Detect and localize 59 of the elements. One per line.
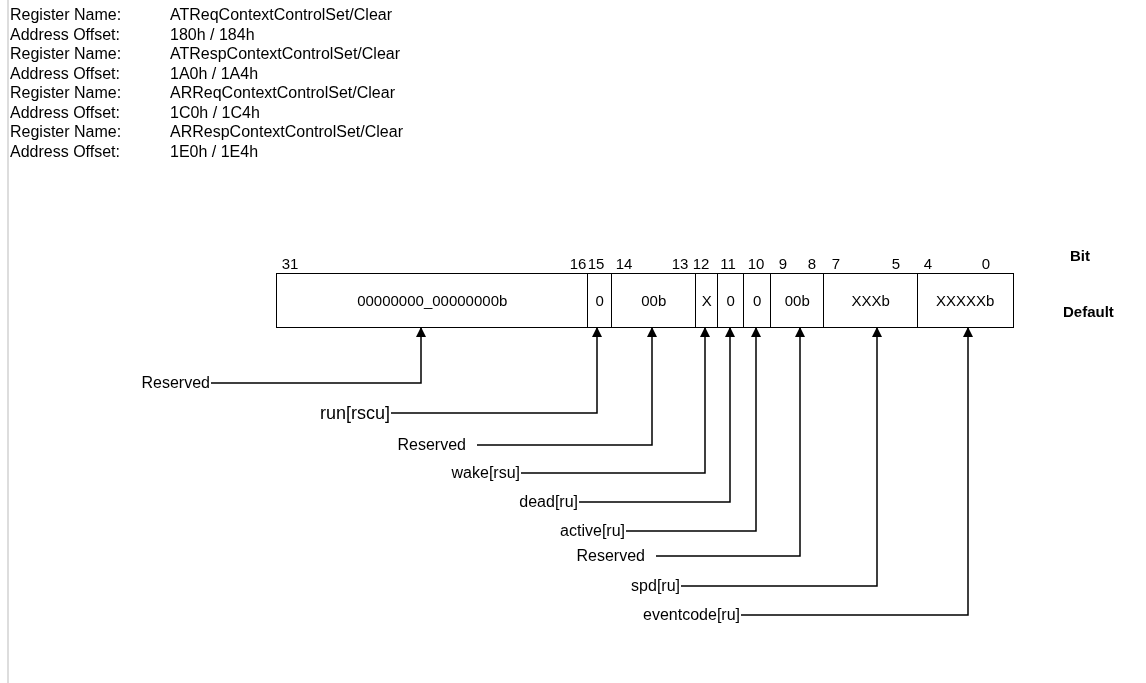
- register-info-key: Address Offset:: [10, 25, 120, 44]
- register-info-value: ATReqContextControlSet/Clear: [170, 6, 393, 24]
- bit-number: 8: [807, 255, 817, 273]
- register-info-value: 1C0h / 1C4h: [170, 103, 260, 122]
- register-info-key: Register Name:: [10, 6, 122, 24]
- field-name: active[ru]: [560, 521, 625, 541]
- register-info-key: Address Offset:: [10, 142, 120, 161]
- leader-arrow: [740, 327, 973, 616]
- register-field: 00b: [770, 273, 825, 328]
- register-info-value: ARRespContextControlSet/Clear: [170, 123, 403, 141]
- bit-number: 14: [615, 255, 633, 273]
- bit-number: 9: [778, 255, 788, 273]
- bit-heading: Bit: [1070, 247, 1090, 265]
- register-info-value: 180h / 184h: [170, 25, 255, 44]
- field-name: Reserved: [141, 373, 210, 393]
- default-heading: Default: [1063, 303, 1114, 321]
- field-name: run[rscu]: [319, 403, 390, 423]
- register-field: 0: [743, 273, 772, 328]
- register-field: XXXb: [823, 273, 919, 328]
- register-info-value: ATRespContextControlSet/Clear: [170, 45, 401, 63]
- bit-number: 16: [569, 255, 587, 273]
- register-info-value: 1E0h / 1E4h: [170, 142, 259, 161]
- leader-arrow: [578, 327, 735, 503]
- bit-number: 12: [692, 255, 710, 273]
- register-info-key: Address Offset:: [10, 64, 120, 83]
- register-field: XXXXXb: [917, 273, 1014, 328]
- register-field: 0: [717, 273, 745, 328]
- register-info-key: Register Name:: [10, 84, 122, 102]
- register-info-key: Register Name:: [10, 123, 122, 141]
- bit-number: 10: [747, 255, 765, 273]
- leader-arrow: [520, 327, 710, 474]
- bit-number: 7: [831, 255, 841, 273]
- register-info-value: ARReqContextControlSet/Clear: [170, 84, 395, 102]
- register-info-key: Address Offset:: [10, 103, 120, 122]
- field-name: Reserved: [576, 546, 645, 566]
- leader-arrow: [655, 327, 805, 557]
- bit-number: 31: [281, 255, 299, 273]
- leader-arrow: [210, 327, 426, 384]
- bit-number: 0: [981, 255, 991, 273]
- bit-number: 11: [720, 255, 736, 273]
- leader-arrow: [625, 327, 761, 532]
- field-name: dead[ru]: [519, 492, 578, 512]
- field-name: eventcode[ru]: [643, 605, 740, 625]
- register-field: 0: [587, 273, 613, 328]
- field-name: wake[rsu]: [451, 463, 520, 483]
- register-field: 00b: [611, 273, 697, 328]
- register-field: X: [695, 273, 719, 328]
- leader-arrow: [680, 327, 882, 587]
- bit-number: 15: [587, 255, 605, 273]
- field-name: spd[ru]: [631, 576, 680, 596]
- bit-number: 4: [923, 255, 933, 273]
- bit-number: 5: [891, 255, 901, 273]
- bit-number: 13: [671, 255, 689, 273]
- register-info-value: 1A0h / 1A4h: [170, 64, 259, 83]
- leader-arrow: [476, 327, 657, 446]
- register-info-key: Register Name:: [10, 45, 122, 63]
- leader-arrow: [390, 327, 602, 414]
- field-name: Reserved: [397, 435, 466, 455]
- register-field: 00000000_00000000b: [276, 273, 589, 328]
